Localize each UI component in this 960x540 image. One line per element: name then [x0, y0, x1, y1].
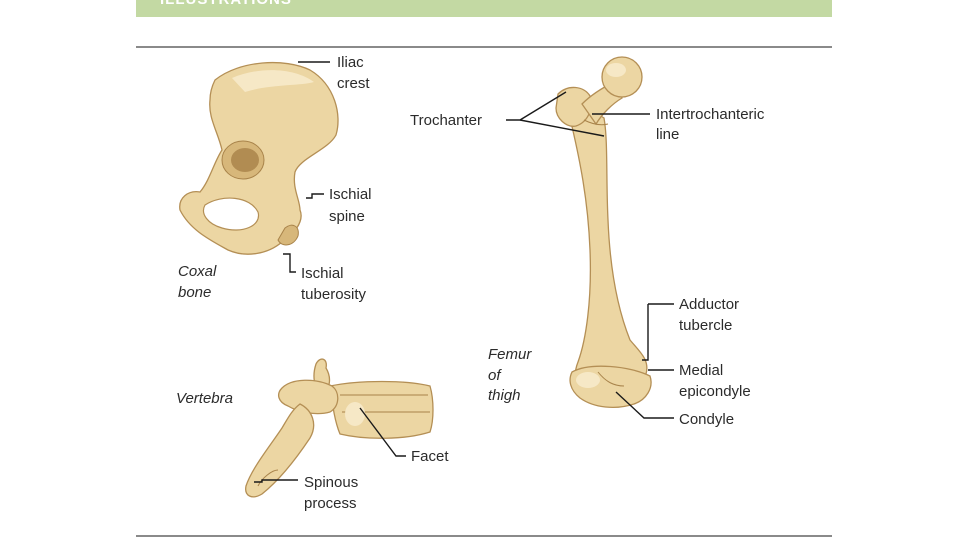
label-ischial-spine-line1: Ischial [329, 186, 372, 203]
leader-adductor-tubercle [642, 304, 648, 360]
label-ischial-spine-line2: spine [329, 208, 365, 225]
label-condyle: Condyle [679, 411, 734, 428]
label-adductor-tubercle-line1: Adductor [679, 296, 739, 313]
label-intertrochanteric-line1: Intertrochanteric [656, 106, 765, 123]
caption-femur-line1: Femur [488, 346, 532, 363]
caption-femur-line3: thigh [488, 387, 521, 404]
caption-vertebra: Vertebra [176, 390, 233, 407]
label-facet: Facet [411, 448, 449, 465]
caption-coxal-line1: Coxal [178, 263, 217, 280]
coxal-bone-illustration [180, 63, 338, 255]
label-medial-epicondyle-line1: Medial [679, 362, 723, 379]
label-iliac-crest-line1: Iliac [337, 54, 364, 71]
label-ischial-tuberosity-line1: Ischial [301, 265, 344, 282]
label-spinous-process-line2: process [304, 495, 357, 512]
caption-femur-line2: of [488, 367, 502, 384]
label-spinous-process-line1: Spinous [304, 474, 358, 491]
label-trochanter: Trochanter [410, 112, 482, 129]
label-iliac-crest-line2: crest [337, 75, 370, 92]
femur-illustration [556, 57, 651, 407]
label-adductor-tubercle-line2: tubercle [679, 317, 732, 334]
caption-coxal-line2: bone [178, 284, 211, 301]
label-medial-epicondyle-line2: epicondyle [679, 383, 751, 400]
label-ischial-tuberosity-line2: tuberosity [301, 286, 367, 303]
leader-ischial-tuberosity [283, 254, 296, 272]
leader-ischial-spine [306, 194, 324, 198]
label-intertrochanteric-line2: line [656, 126, 679, 143]
